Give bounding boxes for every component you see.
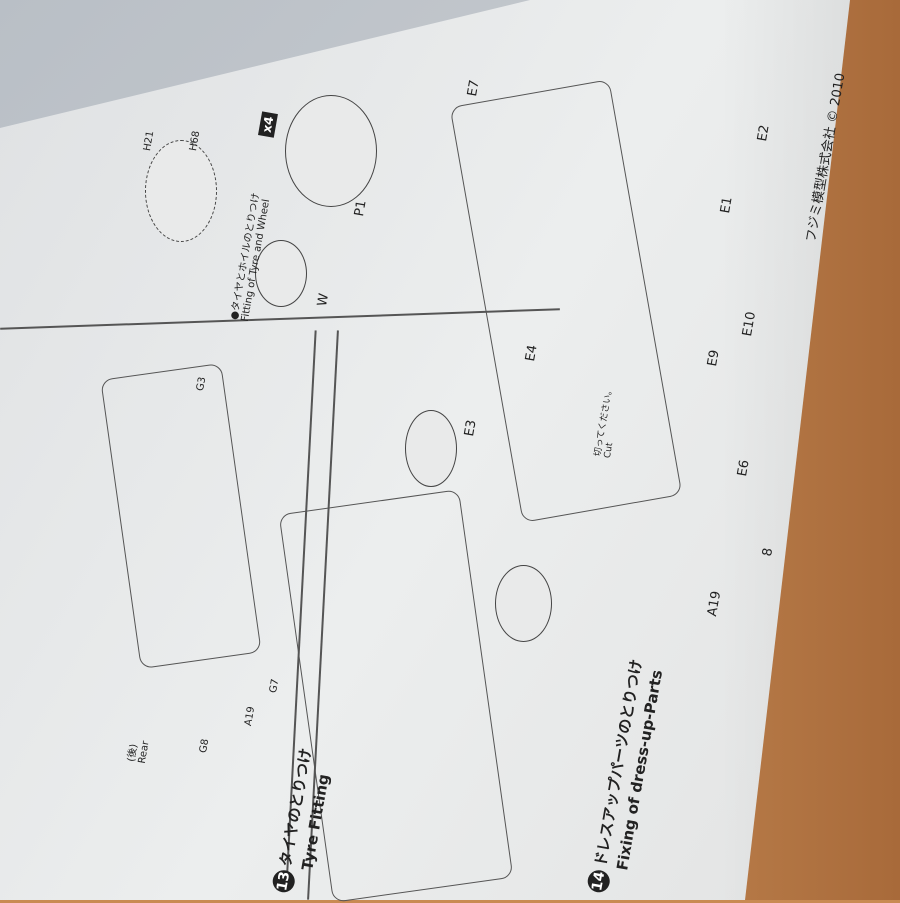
part-label: E2 — [755, 123, 773, 143]
rear-label: (後)Rear — [125, 740, 152, 765]
part-label: P1 — [352, 199, 370, 218]
part-label: E1 — [718, 195, 736, 215]
part-label: E7 — [465, 78, 483, 98]
tyre-drawing — [405, 410, 457, 487]
part-label: E9 — [705, 348, 723, 368]
wheel-drawing — [255, 240, 307, 307]
part-label: E4 — [523, 343, 541, 363]
part-label: E3 — [462, 418, 480, 438]
part-label: E6 — [735, 458, 753, 478]
tyre-drawing — [285, 95, 377, 207]
tyre-drawing — [495, 565, 552, 642]
part-label: W — [315, 292, 333, 308]
wheel-face-drawing — [145, 140, 217, 242]
